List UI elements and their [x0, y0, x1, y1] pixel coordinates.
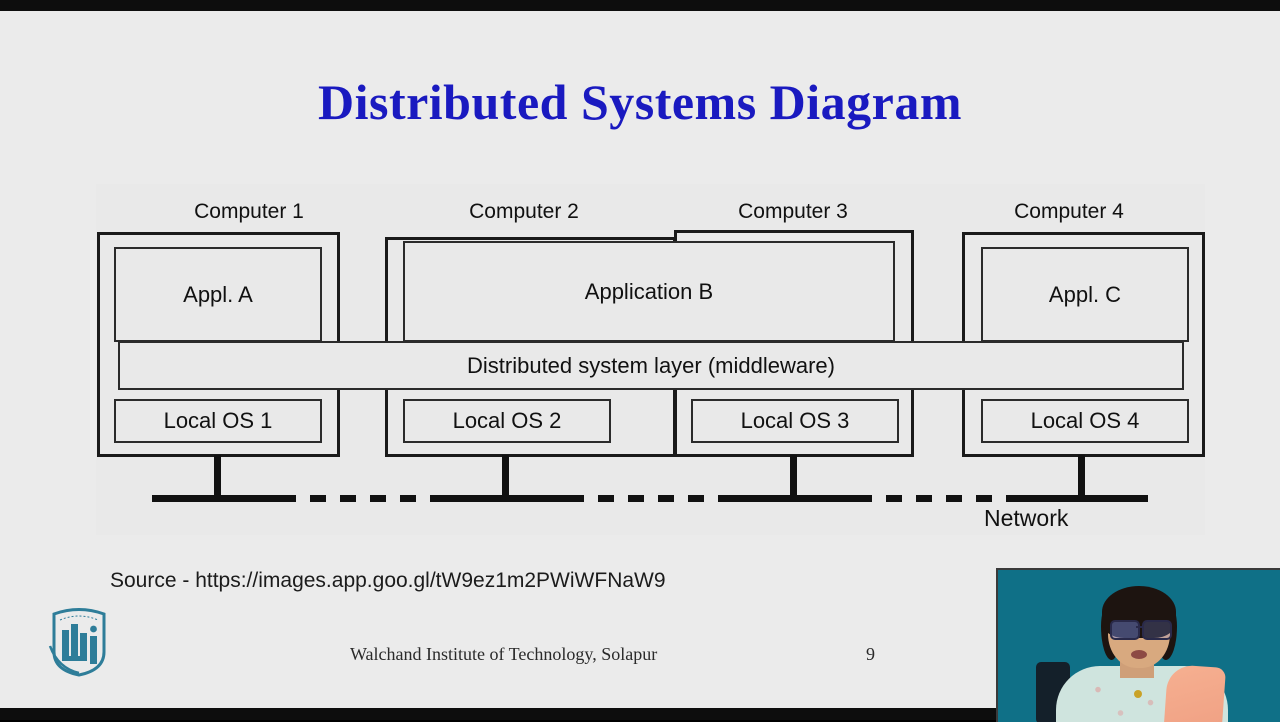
network-bus-segment-4 — [1016, 495, 1148, 502]
distributed-systems-diagram: Computer 1 Computer 2 Computer 3 Compute… — [96, 184, 1205, 535]
network-bus-segment-2 — [440, 495, 568, 502]
page-title: Distributed Systems Diagram — [317, 74, 963, 130]
presenter-scarf — [1163, 664, 1227, 722]
presenter-glasses-left — [1110, 620, 1140, 640]
local-os-4-box: Local OS 4 — [981, 399, 1189, 443]
application-b-label: Application B — [584, 278, 714, 304]
application-a-label: Appl. A — [183, 281, 253, 307]
local-os-3-box: Local OS 3 — [691, 399, 899, 443]
computer-4-label: Computer 4 — [1014, 200, 1124, 223]
network-drop-line-2 — [502, 455, 509, 499]
walchand-institute-logo — [44, 606, 114, 678]
source-attribution: Source - https://images.app.goo.gl/tW9ez… — [110, 569, 666, 592]
computer-3-label: Computer 3 — [738, 200, 848, 223]
network-bus-segment-1 — [152, 495, 280, 502]
computer-2-label: Computer 2 — [469, 200, 579, 223]
middleware-layer-box: Distributed system layer (middleware) — [118, 341, 1184, 390]
network-drop-line-3 — [790, 455, 797, 499]
logo-emblem-icon — [48, 608, 106, 677]
letterbox-bar-top — [0, 0, 1280, 11]
network-bus-segment-3 — [728, 495, 856, 502]
middleware-label: Distributed system layer (middleware) — [467, 352, 835, 378]
local-os-4-label: Local OS 4 — [1030, 408, 1140, 433]
presenter-mouth — [1131, 650, 1147, 659]
application-c-label: Appl. C — [1048, 281, 1122, 307]
footer-page-number: 9 — [866, 644, 875, 664]
network-bus-dashes-2 — [568, 495, 728, 502]
presenter-pendant — [1134, 690, 1142, 698]
presenter-glasses-right — [1142, 620, 1172, 640]
application-b-box: Application B — [403, 241, 895, 342]
application-c-box: Appl. C — [981, 247, 1189, 342]
network-drop-line-1 — [214, 455, 221, 499]
presenter-webcam-video[interactable] — [996, 568, 1280, 722]
network-bus-dashes-1 — [280, 495, 440, 502]
footer-institute-name: Walchand Institute of Technology, Solapu… — [350, 644, 658, 664]
network-drop-line-4 — [1078, 455, 1085, 499]
computer-1-label: Computer 1 — [194, 200, 304, 223]
presenter-glasses-bridge — [1136, 626, 1142, 628]
local-os-3-label: Local OS 3 — [740, 408, 850, 433]
network-bus-dashes-3 — [856, 495, 1016, 502]
local-os-2-box: Local OS 2 — [403, 399, 611, 443]
local-os-2-label: Local OS 2 — [452, 408, 562, 433]
local-os-1-label: Local OS 1 — [163, 408, 273, 433]
network-label: Network — [984, 505, 1069, 531]
letterbox-bar-bottom — [0, 708, 1280, 720]
application-a-box: Appl. A — [114, 247, 322, 342]
local-os-1-box: Local OS 1 — [114, 399, 322, 443]
